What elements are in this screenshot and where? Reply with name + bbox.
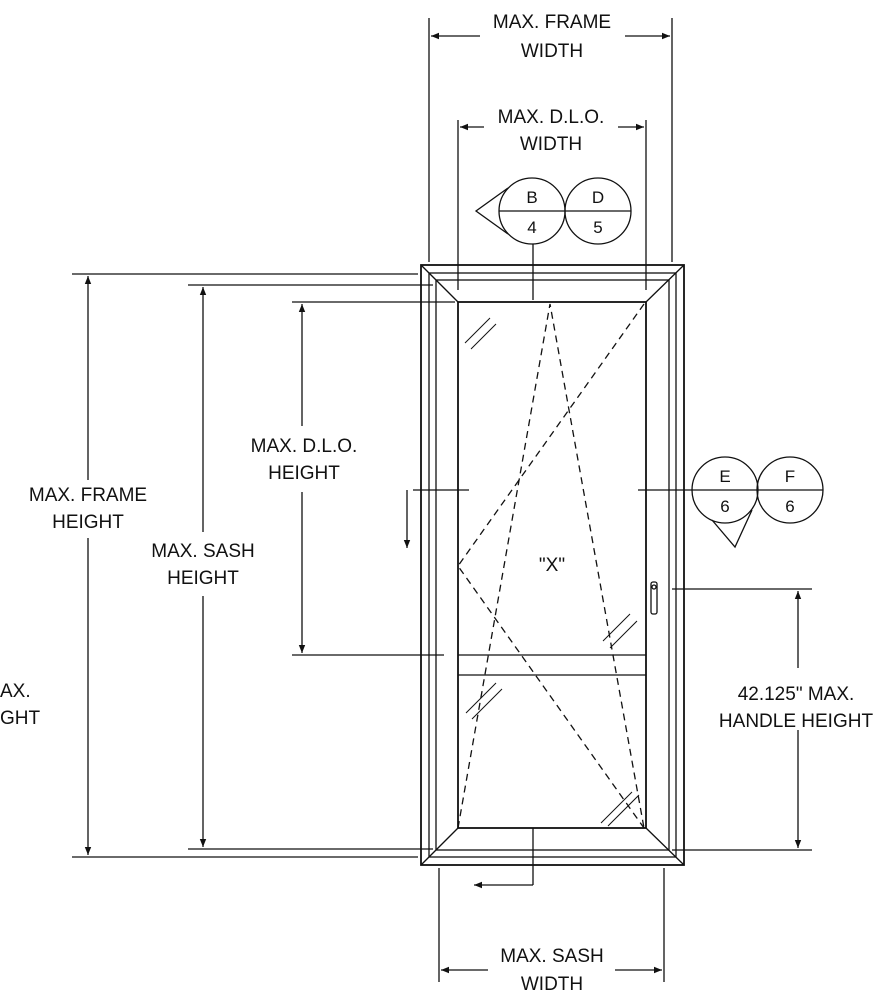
dlo-width-dimension: MAX. D.L.O. WIDTH [457,107,647,290]
callout-top-right-number: 5 [593,218,602,237]
sash-width-label-line1: MAX. SASH [500,946,603,967]
sash-height-label-line1: MAX. SASH [151,541,254,562]
frame-height-label-line2: HEIGHT [52,512,124,533]
dlo-height-label-line2: HEIGHT [268,463,340,484]
callout-top-right-letter: D [592,188,604,207]
clipped-label-line1: AX. [0,681,31,702]
handle-height-label-line1: 42.125" MAX. [738,684,855,705]
callout-side-right-number: 6 [785,497,794,516]
outer-frame [420,264,685,866]
window-frame [420,264,685,866]
transom-bar [458,654,646,676]
handle-height-label-line2: HANDLE HEIGHT [719,711,874,732]
dlo-width-label-line2: WIDTH [520,134,582,155]
section-leader-bottom [474,828,534,889]
sash-height-label-line2: HEIGHT [167,568,239,589]
frame-height-label-line1: MAX. FRAME [29,485,147,506]
callout-side-left-number: 6 [720,497,729,516]
center-mark: "X" [539,555,565,576]
sash-outline [435,279,670,851]
callout-side-left-letter: E [719,467,730,486]
frame-width-label-line2: WIDTH [521,41,583,62]
clipped-dimension-label: AX. GHT [0,681,41,729]
operation-lines [457,303,645,829]
clipped-label-line2: GHT [0,708,41,729]
sash-width-dimension: MAX. SASH WIDTH [438,868,665,995]
frame-width-label-line1: MAX. FRAME [493,12,611,33]
glass-hatch-marks [464,317,640,827]
dlo-width-label-line1: MAX. D.L.O. [498,107,605,128]
section-callout-top: B 4 D 5 [474,177,632,300]
section-callout-side: E 6 F 6 [403,456,824,549]
handle-height-dimension: 42.125" MAX. HANDLE HEIGHT [672,588,874,851]
callout-top-left-letter: B [526,188,537,207]
dlo-height-label-line1: MAX. D.L.O. [251,436,358,457]
sash-width-label-line2: WIDTH [521,974,583,995]
dlo-height-dimension: MAX. D.L.O. HEIGHT [251,301,455,656]
handle-icon [650,581,658,615]
frame-width-dimension: MAX. FRAME WIDTH [428,12,673,262]
sash-height-dimension: MAX. SASH HEIGHT [151,284,433,850]
callout-side-right-letter: F [785,467,795,486]
glass-opening [457,301,647,829]
callout-top-left-number: 4 [527,218,536,237]
frame-inner-line [428,272,677,858]
frame-height-dimension: MAX. FRAME HEIGHT [29,273,418,858]
